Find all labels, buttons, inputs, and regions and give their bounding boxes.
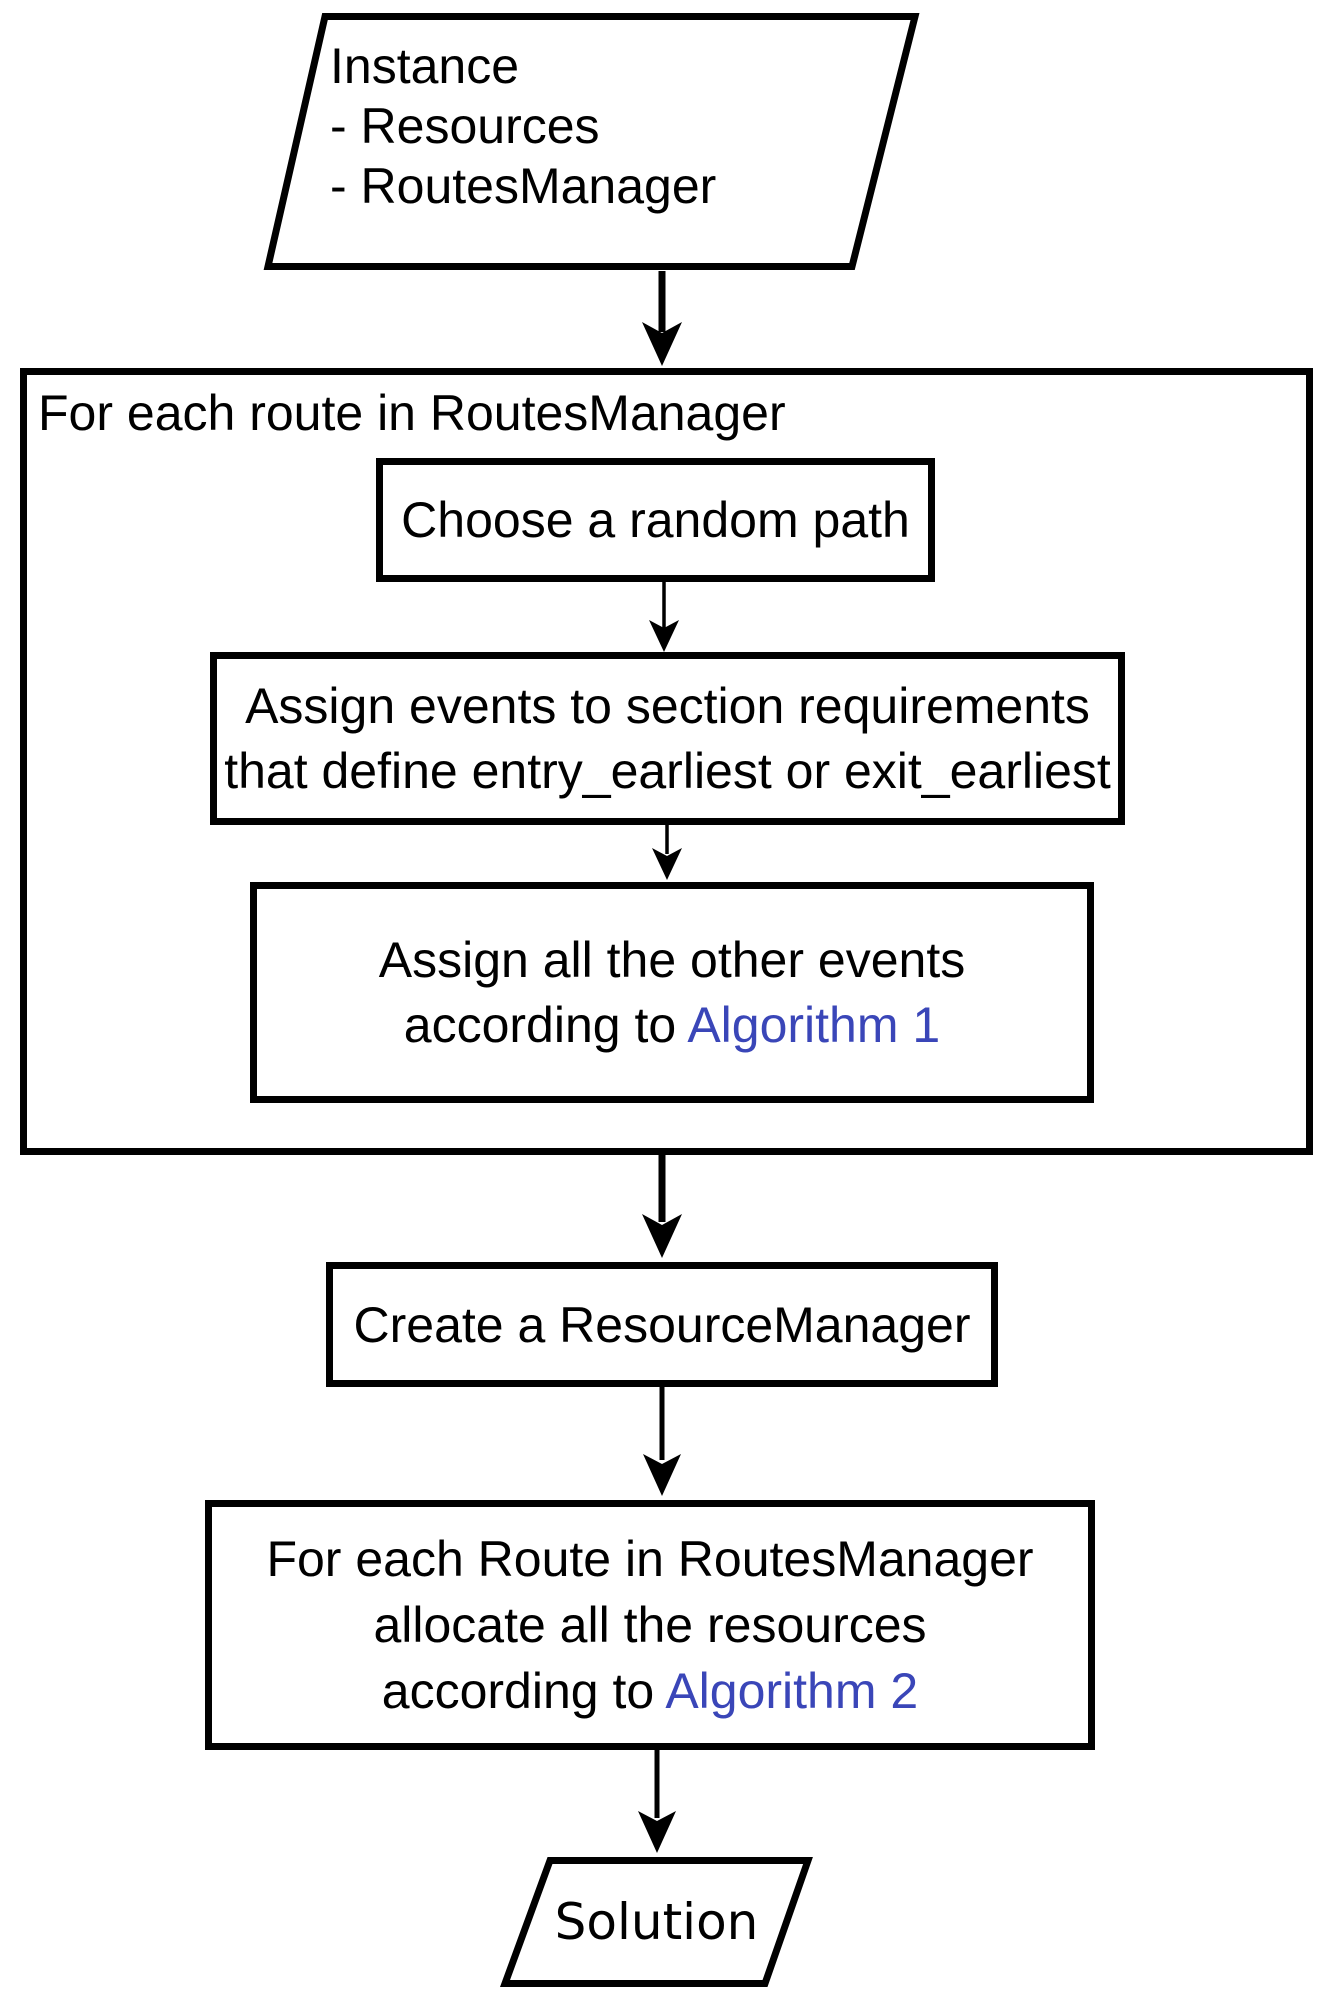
allocate-resources-box-shape	[205, 1500, 1095, 1750]
assign-events-line-1: Assign events to section requirements	[245, 677, 1090, 734]
arrow-create-to-allocate	[643, 1387, 681, 1496]
solution-label: Solution	[505, 1857, 808, 1987]
assign-events-label: Assign events to section requirements th…	[210, 652, 1125, 825]
algorithm-2-link[interactable]: Algorithm 2	[665, 1663, 919, 1719]
choose-path-label-text: Choose a random path	[401, 492, 910, 548]
arrow-instance-to-loop	[642, 271, 682, 366]
assign-other-events-line-2: according to Algorithm 1	[404, 993, 940, 1058]
allocate-resources-label: For each Route in RoutesManager allocate…	[205, 1500, 1095, 1750]
instance-line-1: Instance	[330, 38, 520, 94]
solution-parallelogram-shape	[499, 1857, 813, 1987]
solution-label-text: Solution	[554, 1893, 759, 1951]
arrow-choose-to-assign-events	[649, 582, 679, 652]
arrow-assign-events-to-assign-other	[652, 825, 682, 880]
arrow-allocate-to-solution	[638, 1750, 676, 1853]
assign-other-events-label: Assign all the other events according to…	[250, 882, 1094, 1103]
instance-line-3: - RoutesManager	[330, 158, 717, 214]
assign-other-events-line-2-prefix: according to	[403, 996, 688, 1053]
allocate-resources-line-2: allocate all the resources	[373, 1597, 927, 1653]
create-resource-manager-box-shape	[326, 1262, 998, 1387]
allocate-resources-line-1: For each Route in RoutesManager	[266, 1531, 1034, 1587]
allocate-resources-line-3: according to Algorithm 2	[382, 1658, 918, 1724]
arrow-loop-to-create	[642, 1155, 682, 1258]
allocate-resources-line-3-prefix: according to	[381, 1663, 666, 1719]
instance-node-text: Instance - Resources - RoutesManager	[330, 36, 716, 216]
route-loop-label: For each route in RoutesManager	[38, 385, 786, 441]
instance-line-2: - Resources	[330, 98, 600, 154]
assign-other-events-box-shape	[250, 882, 1094, 1103]
choose-path-box-shape	[376, 458, 935, 582]
assign-events-line-2: that define entry_earliest or exit_earli…	[224, 742, 1111, 799]
create-resource-manager-label-text: Create a ResourceManager	[353, 1296, 971, 1353]
algorithm-1-link[interactable]: Algorithm 1	[687, 996, 941, 1053]
assign-events-box-shape	[210, 652, 1125, 825]
instance-parallelogram-shape	[263, 13, 920, 270]
choose-path-label: Choose a random path	[376, 458, 935, 582]
create-resource-manager-label: Create a ResourceManager	[326, 1262, 998, 1387]
assign-other-events-line-1: Assign all the other events	[378, 931, 966, 988]
